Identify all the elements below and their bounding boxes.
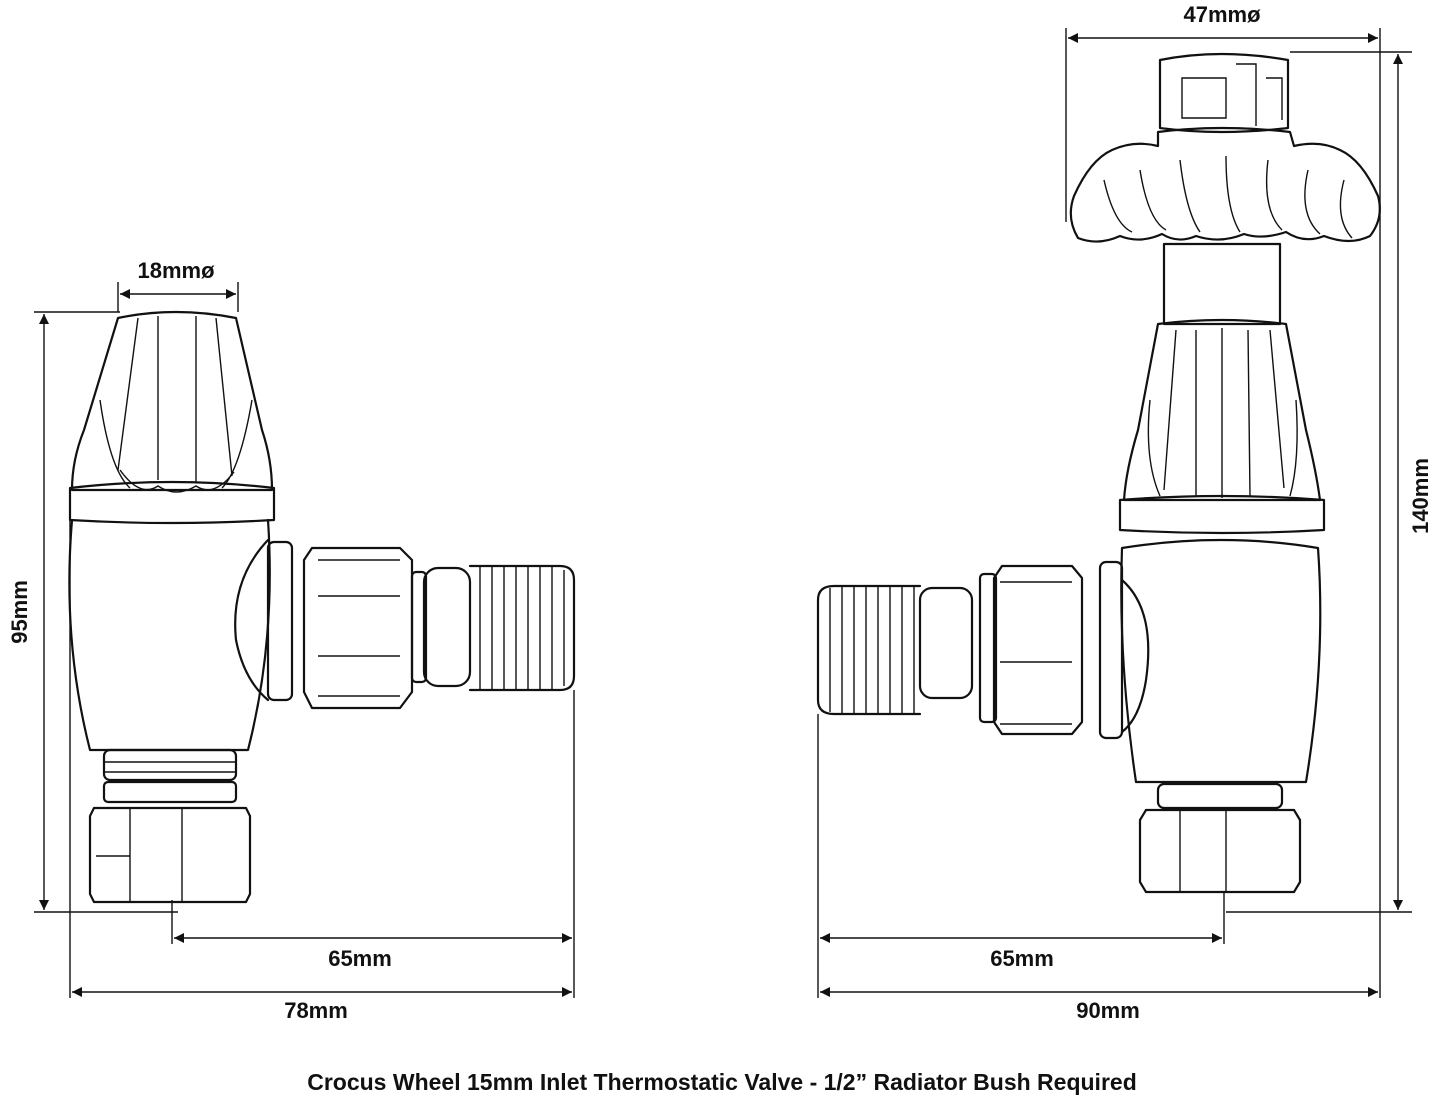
right-valve <box>816 52 1381 894</box>
diagram-caption: Crocus Wheel 15mm Inlet Thermostatic Val… <box>307 1069 1137 1095</box>
left-height-label: 95mm <box>7 580 32 644</box>
left-cap-flutes <box>99 316 253 493</box>
left-width-label: 78mm <box>284 998 348 1023</box>
right-height-label: 140mm <box>1408 458 1433 534</box>
dimension-lines <box>34 28 1412 998</box>
left-threads <box>479 566 565 690</box>
left-inlet-label: 65mm <box>328 946 392 971</box>
left-valve <box>68 310 576 904</box>
right-threads <box>829 586 915 714</box>
right-cap-flutes <box>1147 328 1298 498</box>
right-inlet-label: 65mm <box>990 946 1054 971</box>
left-diameter-label: 18mmø <box>137 258 215 283</box>
right-wheel-petals <box>1103 155 1353 239</box>
right-width-label: 90mm <box>1076 998 1140 1023</box>
right-diameter-label: 47mmø <box>1183 2 1261 27</box>
